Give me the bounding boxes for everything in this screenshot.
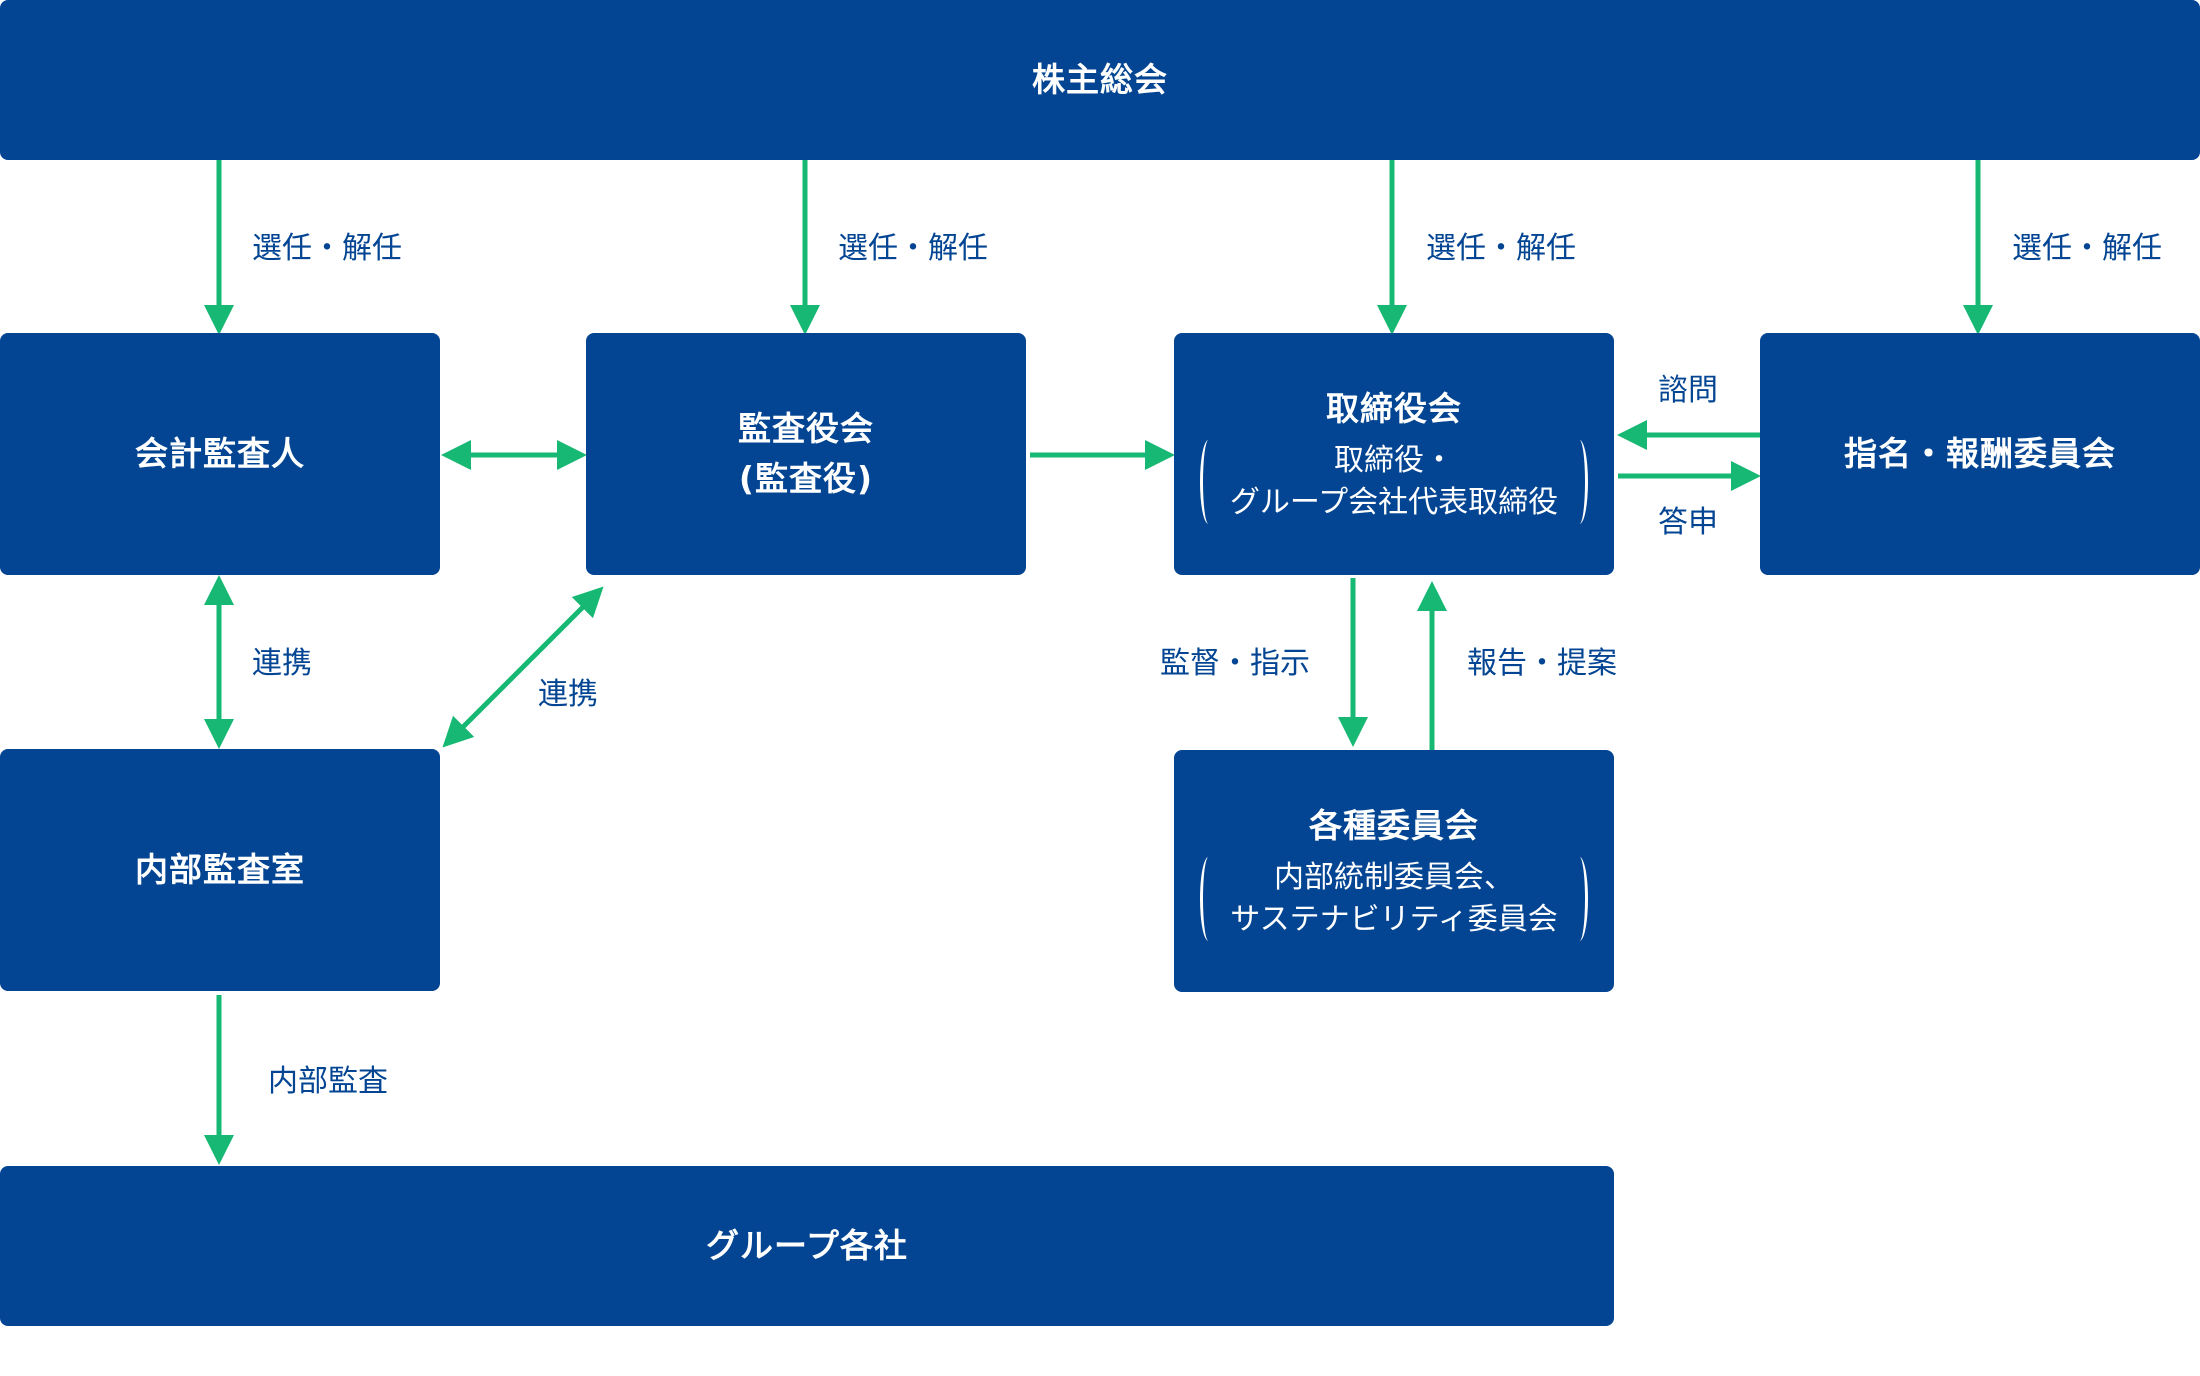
group-companies-title: グループ各社 xyxy=(705,1226,909,1265)
internal-audit-office-title: 内部監査室 xyxy=(135,850,305,889)
group-companies-box: グループ各社 xyxy=(0,1166,1614,1326)
label-cooperate-1: 連携 xyxy=(252,646,312,681)
label-elect-dismiss-3: 選任・解任 xyxy=(1426,231,1576,266)
audit-board-box: 監査役会 (監査役) xyxy=(586,333,1026,575)
board-of-directors-box: 取締役会 取締役・ グループ会社代表取締役 xyxy=(1174,333,1614,575)
label-supervise-instruct: 監督・指示 xyxy=(1160,646,1310,681)
audit-board-title: 監査役会 xyxy=(738,409,874,448)
label-elect-dismiss-1: 選任・解任 xyxy=(252,231,402,266)
accounting-auditor-box: 会計監査人 xyxy=(0,333,440,575)
board-of-directors-title: 取締役会 xyxy=(1326,389,1462,428)
shareholders-meeting-box: 株主総会 xyxy=(0,0,2200,160)
arrow-audit-board-internal-audit xyxy=(442,586,604,748)
left-parenthesis xyxy=(1199,440,1217,524)
left-parenthesis xyxy=(1200,857,1217,941)
right-parenthesis xyxy=(1571,857,1588,941)
label-report-propose: 報告・提案 xyxy=(1467,646,1617,681)
internal-audit-office-box: 内部監査室 xyxy=(0,749,440,991)
board-members-line1: 取締役・ xyxy=(1333,443,1454,478)
label-consult: 諮問 xyxy=(1658,373,1718,408)
nomination-compensation-committee-title: 指名・報酬委員会 xyxy=(1844,434,2116,473)
committees-line2: サステナビリティ委員会 xyxy=(1230,902,1558,937)
audit-board-subtitle: (監査役) xyxy=(738,459,874,498)
label-report-back: 答申 xyxy=(1658,505,1718,540)
committees-members: 内部統制委員会、 サステナビリティ委員会 xyxy=(1200,857,1588,941)
committees-title: 各種委員会 xyxy=(1309,806,1479,845)
right-parenthesis xyxy=(1571,440,1589,524)
board-of-directors-members: 取締役・ グループ会社代表取締役 xyxy=(1199,440,1589,524)
label-internal-audit: 内部監査 xyxy=(268,1064,388,1099)
label-cooperate-2: 連携 xyxy=(538,677,598,712)
label-elect-dismiss-4: 選任・解任 xyxy=(2012,231,2162,266)
accounting-auditor-title: 会計監査人 xyxy=(135,434,305,473)
label-elect-dismiss-2: 選任・解任 xyxy=(838,231,988,266)
board-members-line2: グループ会社代表取締役 xyxy=(1229,485,1559,520)
committees-line1: 内部統制委員会、 xyxy=(1273,860,1514,895)
shareholders-meeting-title: 株主総会 xyxy=(1032,60,1168,99)
nomination-compensation-committee-box: 指名・報酬委員会 xyxy=(1760,333,2200,575)
committees-box: 各種委員会 内部統制委員会、 サステナビリティ委員会 xyxy=(1174,750,1614,992)
